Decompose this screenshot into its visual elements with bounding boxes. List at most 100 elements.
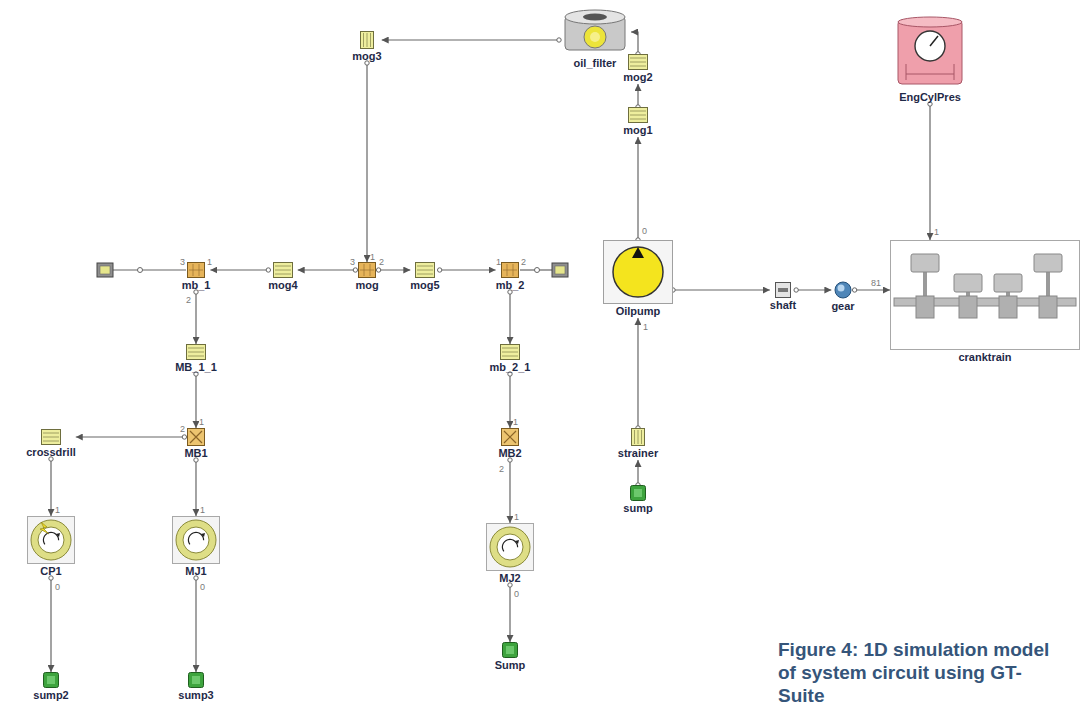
flow-connector	[796, 289, 831, 290]
flow-connector	[195, 292, 196, 344]
node-label: shaft	[770, 299, 796, 312]
node-label: sump3	[178, 689, 213, 702]
node-label: gear	[831, 300, 854, 313]
flow-split: mb_1	[182, 262, 211, 292]
pipe-element: mog4	[268, 262, 297, 292]
sump-boundary-icon	[43, 672, 59, 688]
gear-element: gear	[831, 281, 854, 313]
port-number: 2	[499, 464, 504, 474]
end-cap	[552, 263, 568, 277]
sump-boundary: sump2	[33, 672, 68, 702]
flow-connector	[637, 460, 638, 485]
figure-caption: Figure 4: 1D simulation model of system …	[778, 638, 1058, 707]
port-number: 1	[55, 505, 60, 515]
flow-connector	[855, 289, 890, 290]
sump-boundary-icon	[630, 485, 646, 501]
port-number: 2	[521, 257, 526, 267]
pipe-element-icon	[415, 262, 435, 278]
pipe-element: mog2	[623, 54, 652, 84]
node-label: MB2	[498, 447, 521, 460]
bearing-element-icon	[486, 523, 534, 571]
port-number: 0	[200, 582, 205, 592]
flow-connector	[929, 104, 930, 240]
port-number: 1	[207, 257, 212, 267]
flow-split-icon	[187, 262, 205, 278]
pipe-element-icon	[500, 344, 520, 360]
flow-connector	[673, 289, 770, 290]
node-label: mog	[355, 279, 378, 292]
flow-connector	[509, 460, 510, 523]
flow-connector	[379, 269, 411, 270]
flow-split: MB1	[184, 428, 207, 460]
flow-split-icon	[501, 428, 519, 446]
flow-connector	[195, 374, 196, 428]
node-label: mog2	[623, 71, 652, 84]
port-number: 1	[643, 322, 648, 332]
node-label: CP1	[40, 565, 61, 578]
flow-connector	[631, 32, 638, 54]
node-label: MB1	[184, 447, 207, 460]
port-number: 3	[180, 257, 185, 267]
node-label: sump2	[33, 689, 68, 702]
port-number: 1	[513, 417, 518, 427]
pipe-element-icon	[360, 31, 374, 49]
flow-split: MB2	[498, 428, 521, 460]
flow-connector	[50, 578, 51, 672]
flow-connector	[637, 137, 638, 240]
node-label: MJ1	[185, 565, 206, 578]
node-label: mog3	[352, 50, 381, 63]
pipe-element: mog5	[410, 262, 439, 292]
flow-connector	[637, 84, 638, 107]
sump-boundary-icon	[188, 672, 204, 688]
node-label: MJ2	[499, 572, 520, 585]
node-label: sump	[623, 502, 652, 515]
port-number: 2	[180, 424, 185, 434]
end-cap	[97, 263, 113, 277]
port-number: 0	[642, 226, 647, 236]
pipe-element: mog3	[352, 31, 381, 63]
flow-connector	[440, 269, 496, 270]
node-label: mog1	[623, 124, 652, 137]
node-label: mb_1	[182, 279, 211, 292]
flow-connector	[637, 318, 638, 428]
flow-connector	[195, 460, 196, 516]
node-label: cranktrain	[958, 351, 1011, 364]
bearing-element: MJ1	[172, 516, 220, 578]
flow-connector	[298, 269, 356, 270]
node-label: crossdrill	[26, 446, 76, 459]
oil-pump-icon	[603, 240, 673, 304]
flow-split-icon	[358, 262, 376, 278]
bearing-element-icon	[172, 516, 220, 564]
pipe-line	[113, 269, 186, 270]
filter-element: oil_filter	[559, 8, 631, 70]
pipe-element: MB_1_1	[175, 344, 217, 374]
pipe-element-icon	[41, 429, 61, 445]
pipe-element-icon	[628, 107, 648, 123]
flow-connector	[509, 292, 510, 344]
node-label: EngCylPres	[899, 91, 961, 104]
port-number: 1	[934, 227, 939, 237]
pipe-element: mb_2_1	[490, 344, 531, 374]
flow-connector	[210, 269, 268, 270]
node-label: mb_2_1	[490, 361, 531, 374]
sump-boundary-icon	[502, 642, 518, 658]
node-label: mog4	[268, 279, 297, 292]
flow-connector	[366, 63, 367, 262]
bearing-element: MJ2	[486, 523, 534, 585]
flow-split: mog	[355, 262, 378, 292]
port-number: 0	[514, 589, 519, 599]
pipe-element-icon	[273, 262, 293, 278]
shaft-element: shaft	[770, 282, 796, 312]
port-number: 1	[200, 505, 205, 515]
pipe-element-icon	[628, 54, 648, 70]
node-label: MB_1_1	[175, 361, 217, 374]
port-dot	[138, 268, 143, 273]
port-number: 2	[186, 295, 191, 305]
cranktrain-block-icon	[890, 240, 1080, 350]
node-label: mb_2	[496, 279, 525, 292]
port-number: 81	[871, 278, 881, 288]
port-number: 1	[199, 417, 204, 427]
node-label: strainer	[618, 447, 658, 460]
cylinder-pressure-icon	[894, 14, 966, 90]
node-label: oil_filter	[574, 57, 617, 70]
